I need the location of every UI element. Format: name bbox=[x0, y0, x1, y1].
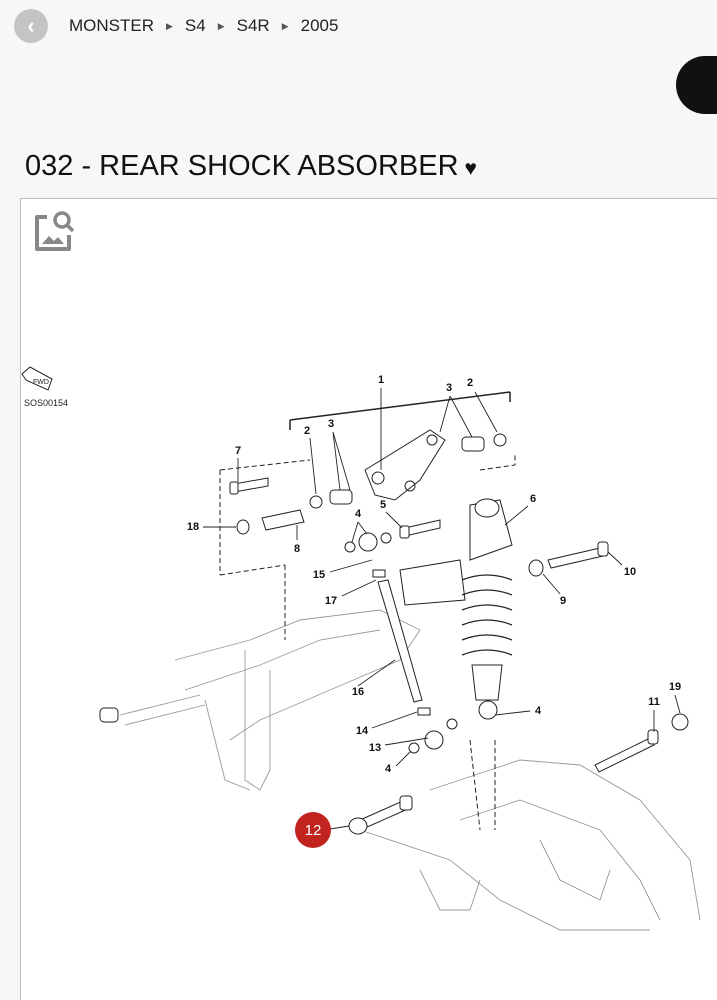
caret-right-icon: ▶ bbox=[217, 20, 225, 31]
callout-13[interactable]: 13 bbox=[368, 742, 382, 754]
menu-button[interactable] bbox=[676, 56, 717, 114]
callout-14[interactable]: 14 bbox=[355, 725, 369, 737]
caret-right-icon: ▶ bbox=[166, 20, 173, 31]
breadcrumb-item[interactable]: 2005 bbox=[300, 16, 339, 35]
callout-18[interactable]: 18 bbox=[186, 521, 200, 533]
callout-17[interactable]: 17 bbox=[324, 595, 338, 607]
callout-3[interactable]: 3 bbox=[327, 418, 335, 430]
back-button[interactable]: ‹ bbox=[14, 9, 48, 43]
callout-2[interactable]: 2 bbox=[303, 425, 311, 437]
callout-2[interactable]: 2 bbox=[466, 377, 474, 389]
callout-10[interactable]: 10 bbox=[623, 566, 637, 578]
breadcrumb-item[interactable]: MONSTER bbox=[69, 16, 154, 35]
fwd-label: FWD bbox=[33, 379, 49, 386]
breadcrumb: MONSTER ▶ S4 ▶ S4R ▶ 2005 bbox=[69, 16, 338, 36]
diagram-panel bbox=[20, 198, 717, 1000]
callout-19[interactable]: 19 bbox=[668, 681, 682, 693]
callout-15[interactable]: 15 bbox=[312, 569, 326, 581]
image-zoom-icon[interactable] bbox=[33, 209, 75, 251]
callout-16[interactable]: 16 bbox=[351, 686, 365, 698]
frame-outline bbox=[119, 609, 701, 931]
callout-12-highlighted[interactable]: 12 bbox=[295, 812, 331, 848]
callout-3[interactable]: 3 bbox=[445, 382, 453, 394]
chevron-left-icon: ‹ bbox=[27, 13, 35, 38]
reference-code: SOS00154 bbox=[24, 398, 69, 408]
callout-4[interactable]: 4 bbox=[534, 705, 542, 717]
top-bar: ‹ MONSTER ▶ S4 ▶ S4R ▶ 2005 bbox=[0, 0, 717, 52]
callout-9[interactable]: 9 bbox=[559, 595, 567, 607]
callout-6[interactable]: 6 bbox=[529, 493, 537, 505]
callout-1[interactable]: 1 bbox=[377, 374, 385, 386]
callout-8[interactable]: 8 bbox=[293, 543, 301, 555]
caret-right-icon: ▶ bbox=[281, 20, 289, 31]
fwd-arrow-icon: FWD bbox=[21, 366, 53, 391]
favorite-heart-icon[interactable]: ♥ bbox=[464, 157, 477, 180]
page-title-text: 032 - REAR SHOCK ABSORBER bbox=[25, 150, 459, 182]
callout-5[interactable]: 5 bbox=[379, 499, 387, 511]
callout-11[interactable]: 11 bbox=[648, 696, 660, 708]
callout-4[interactable]: 4 bbox=[354, 508, 362, 520]
callout-7[interactable]: 7 bbox=[234, 445, 242, 457]
breadcrumb-item[interactable]: S4R bbox=[236, 16, 270, 35]
callout-4[interactable]: 4 bbox=[384, 763, 392, 775]
breadcrumb-item[interactable]: S4 bbox=[184, 16, 206, 35]
page-title: 032 - REAR SHOCK ABSORBER♥ bbox=[25, 150, 477, 183]
